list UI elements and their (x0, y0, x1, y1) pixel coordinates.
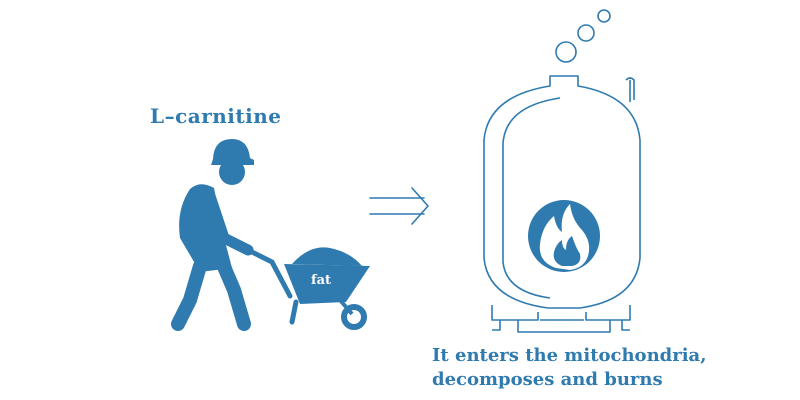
double-right-arrow-icon (369, 187, 429, 225)
wheelbarrow-leg (289, 299, 299, 325)
flame-inner (553, 236, 581, 266)
tank-feet-inner (492, 320, 630, 331)
fat-label: fat (311, 273, 332, 288)
flame-icon (528, 200, 600, 272)
wheelbarrow-handle (245, 247, 293, 299)
worker-front-arm (204, 190, 254, 256)
boiler-tank-icon (483, 9, 641, 333)
worker-back-leg (171, 259, 207, 331)
bubble-small (597, 9, 611, 23)
mitochondria-caption: It enters the mitochondria, decomposes a… (432, 344, 707, 392)
side-pipe (625, 77, 635, 102)
tank-inner-wall (502, 97, 561, 299)
l-carnitine-label: L–carnitine (150, 104, 282, 128)
worker-head (219, 159, 245, 185)
bubble-large (555, 41, 577, 63)
wheel-strut (338, 298, 354, 316)
wheelbarrow-bucket (284, 264, 370, 304)
caption-line-2: decomposes and burns (432, 369, 663, 390)
tank-shell (483, 75, 641, 309)
worker-pushing-wheelbarrow-icon (171, 139, 370, 331)
fat-load (292, 247, 362, 266)
worker-back-arm (194, 190, 212, 250)
worker-front-leg (215, 255, 251, 331)
caption-line-1: It enters the mitochondria, (432, 345, 707, 366)
tank-feet (491, 305, 631, 333)
helmet-icon (211, 139, 254, 165)
bubble-medium (577, 24, 595, 42)
